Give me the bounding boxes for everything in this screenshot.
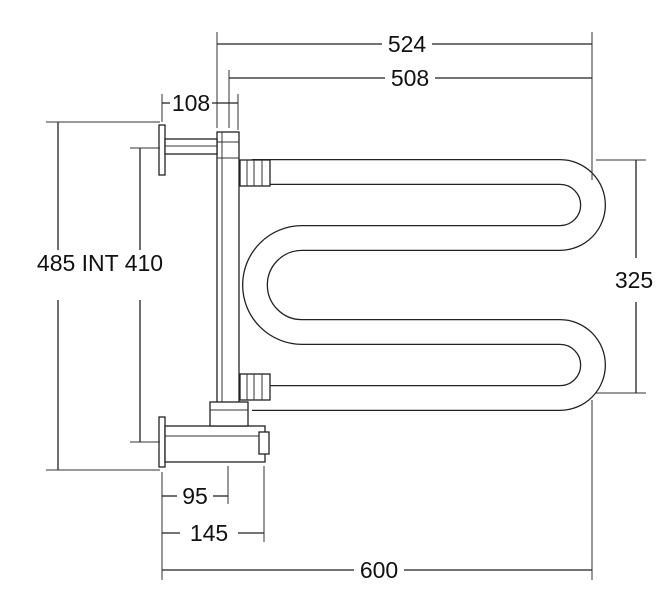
dimension-label-108: 108 (172, 90, 210, 116)
pipe-connector-bottom (239, 373, 271, 401)
dimension-label-95: 95 (182, 483, 208, 509)
dimension-label-524: 524 (388, 31, 427, 57)
dimension-int-410 (130, 147, 160, 443)
dimension-325 (596, 159, 646, 394)
dimension-524 (216, 32, 593, 180)
dimension-485 (46, 121, 160, 471)
wall-bracket-top (158, 124, 218, 176)
dimension-108 (161, 94, 239, 130)
dimension-label-600: 600 (360, 557, 398, 583)
dimension-label-508: 508 (391, 65, 429, 91)
dimension-label-145: 145 (190, 520, 228, 546)
dimension-600 (162, 400, 593, 580)
dimension-label-325: 325 (615, 267, 653, 293)
dimension-label-485-int-410: 485 INT 410 (37, 250, 163, 276)
towel-rail-pipe (242, 159, 606, 411)
wall-bracket-bottom-with-heating-element (158, 401, 270, 468)
dimension-145 (162, 466, 265, 542)
dimension-95 (161, 466, 229, 580)
pipe-connector-top (239, 159, 271, 187)
dimension-508 (228, 70, 592, 128)
vertical-column (216, 131, 240, 405)
